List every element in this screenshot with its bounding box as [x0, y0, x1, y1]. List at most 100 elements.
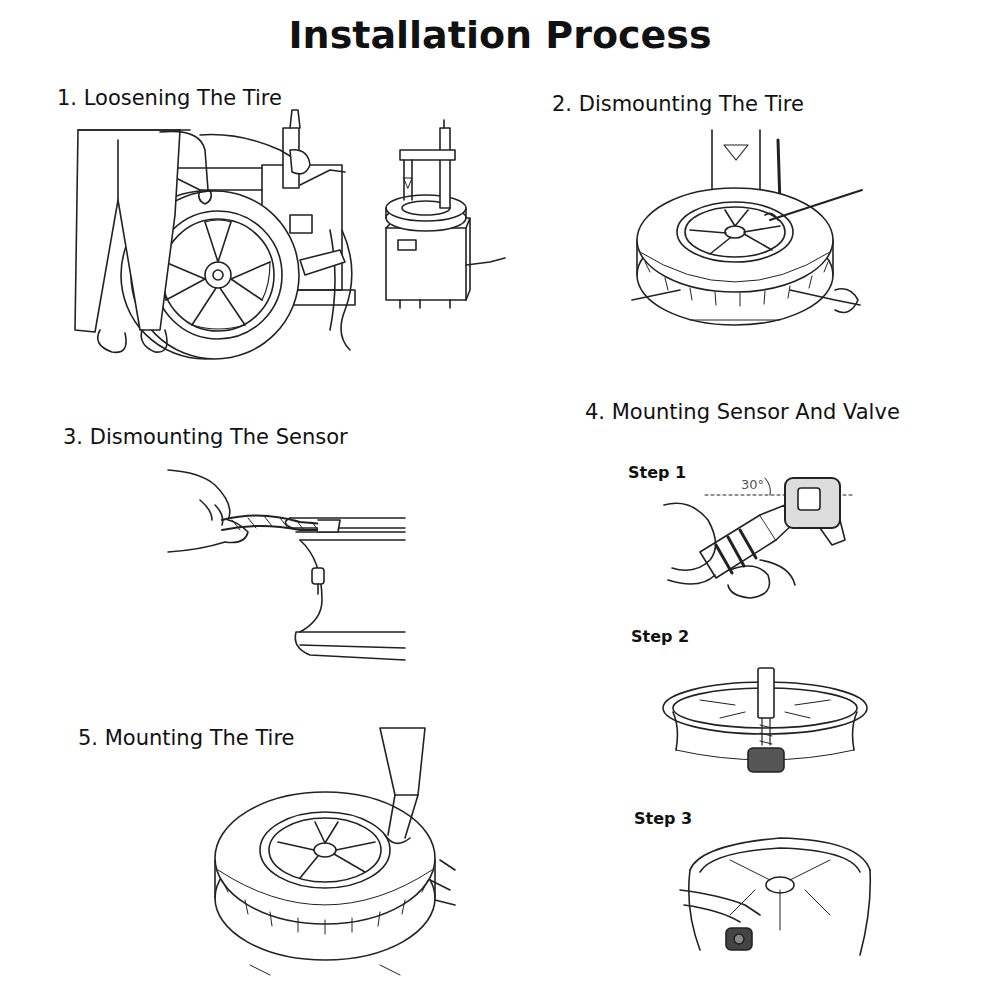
section-heading: 3. Dismounting The Sensor — [63, 425, 348, 449]
bead-breaker-illustration-part — [213, 270, 223, 280]
tire-changer-illustration — [632, 130, 862, 325]
tire-mounting-illustration-part — [215, 792, 435, 924]
sensor-valve-assembly-part — [798, 488, 820, 510]
section-heading: 5. Mounting The Tire — [78, 726, 295, 750]
bead-breaker-illustration-part — [205, 262, 231, 288]
tire-mounting-illustration-part — [269, 818, 381, 882]
tire-changer-illustration-part — [632, 290, 860, 305]
rim-sensor-fitting-part — [734, 934, 744, 944]
step-label: Step 3 — [634, 810, 692, 828]
section-heading: 2. Dismounting The Tire — [552, 92, 804, 116]
tire-mounting-illustration-part — [388, 795, 418, 838]
bead-breaker-illustration-part — [141, 330, 167, 352]
bead-breaker-illustration-part — [199, 190, 211, 204]
bead-breaker-illustration-part — [117, 140, 119, 200]
sensor-removal-illustration-part — [232, 516, 318, 530]
bead-breaker-illustration-part — [330, 230, 335, 330]
bead-breaker-illustration-part — [78, 129, 190, 131]
bead-breaker-illustration-part — [440, 128, 450, 208]
tire-changer-illustration-part — [685, 207, 785, 257]
sensor-valve-assembly-part — [700, 515, 776, 578]
sensor-valve-assembly-part — [760, 560, 795, 585]
sensor-removal-illustration-part — [300, 540, 322, 632]
bead-breaker-illustration-part — [165, 222, 270, 325]
rim-sensor-fitting-part — [684, 905, 740, 922]
tire-mounting-illustration — [215, 728, 455, 975]
tire-mounting-illustration-part — [430, 860, 455, 905]
section-heading: 4. Mounting Sensor And Valve — [585, 400, 900, 424]
sensor-removal-illustration — [168, 470, 405, 660]
rim-sensor-fitting-part — [680, 890, 760, 915]
bead-breaker-illustration-part — [404, 160, 412, 200]
sensor-removal-illustration-part — [168, 470, 248, 552]
rim-valve-insertion-part — [748, 748, 784, 772]
tire-mounting-illustration-part — [250, 965, 400, 975]
bead-breaker-illustration-part — [200, 135, 300, 162]
tire-mounting-illustration-part — [380, 728, 425, 795]
sensor-valve-assembly — [664, 478, 855, 598]
bead-breaker-illustration-part — [160, 131, 208, 190]
step-label: Step 2 — [631, 628, 689, 646]
sensor-removal-illustration-part — [200, 500, 212, 520]
bead-breaker-illustration-part — [290, 110, 300, 128]
rim-valve-insertion-part — [760, 725, 772, 744]
sensor-removal-illustration-part — [215, 505, 223, 525]
bead-breaker-illustration-part — [400, 300, 450, 308]
sensor-valve-assembly-part — [668, 575, 715, 584]
sensor-removal-illustration-part — [318, 520, 340, 532]
section-heading: 1. Loosening The Tire — [57, 86, 282, 110]
sensor-valve-assembly-part — [785, 478, 840, 528]
tire-mounting-illustration-part — [385, 835, 410, 843]
sensor-valve-assembly-part — [728, 566, 770, 598]
bead-breaker-illustration-part — [400, 120, 455, 160]
rim-valve-insertion-part — [762, 718, 770, 745]
angle-label: 30° — [741, 478, 764, 493]
bead-breaker-illustration-part — [386, 208, 466, 218]
step-label: Step 1 — [628, 464, 686, 482]
bead-breaker-illustration-part — [290, 150, 310, 174]
rim-sensor-fitting-part — [730, 860, 830, 930]
sensor-removal-illustration-part — [300, 645, 405, 648]
tire-mounting-illustration-part — [260, 812, 390, 888]
rim-sensor-fitting-part — [766, 877, 794, 893]
sensor-valve-assembly-part — [765, 478, 770, 495]
bead-breaker-illustration-part — [386, 228, 466, 300]
page-title: Installation Process — [0, 14, 1000, 58]
bead-breaker-illustration-part — [398, 240, 416, 250]
sensor-removal-illustration-part — [295, 632, 405, 660]
bead-breaker-illustration-part — [98, 330, 126, 352]
rim-valve-insertion-part — [758, 668, 774, 718]
tire-changer-illustration-part — [770, 190, 862, 220]
tire-changer-illustration-part — [690, 320, 780, 321]
sensor-valve-assembly-part — [664, 503, 716, 570]
bead-breaker-illustration-part — [75, 130, 180, 332]
tire-changer-illustration-part — [637, 188, 833, 292]
tire-mounting-illustration-part — [314, 843, 336, 857]
bead-breaker-illustration-part — [300, 250, 345, 275]
rim-sensor-fitting-part — [700, 848, 860, 872]
bead-breaker-illustration-part — [404, 178, 412, 188]
tire-changer-illustration-part — [690, 210, 780, 254]
bead-breaker-illustration-part — [300, 170, 345, 185]
bead-breaker-illustration-part — [466, 258, 505, 265]
bead-breaker-illustration-part — [386, 195, 466, 221]
tire-changer-illustration-part — [835, 289, 858, 313]
tire-changer-illustration-part — [765, 213, 778, 220]
bead-breaker-illustration-part — [162, 219, 274, 331]
rim-sensor-fitting — [680, 838, 870, 955]
sensor-removal-illustration-part — [317, 584, 319, 594]
bead-breaker-illustration-part — [290, 215, 312, 233]
sensor-valve-assembly-part — [820, 520, 845, 545]
sensor-removal-illustration-part — [312, 568, 324, 584]
rim-valve-insertion — [663, 668, 867, 772]
rim-sensor-fitting-part — [690, 838, 870, 870]
bead-breaker-illustration-part — [164, 220, 270, 329]
tire-changer-illustration-part — [725, 226, 745, 238]
bead-breaker-illustration-part — [170, 168, 262, 190]
tire-changer-illustration-part — [724, 145, 748, 160]
sensor-removal-illustration-part — [296, 532, 405, 540]
rim-sensor-fitting-part — [726, 928, 752, 950]
tire-mounting-illustration-part — [278, 822, 375, 878]
